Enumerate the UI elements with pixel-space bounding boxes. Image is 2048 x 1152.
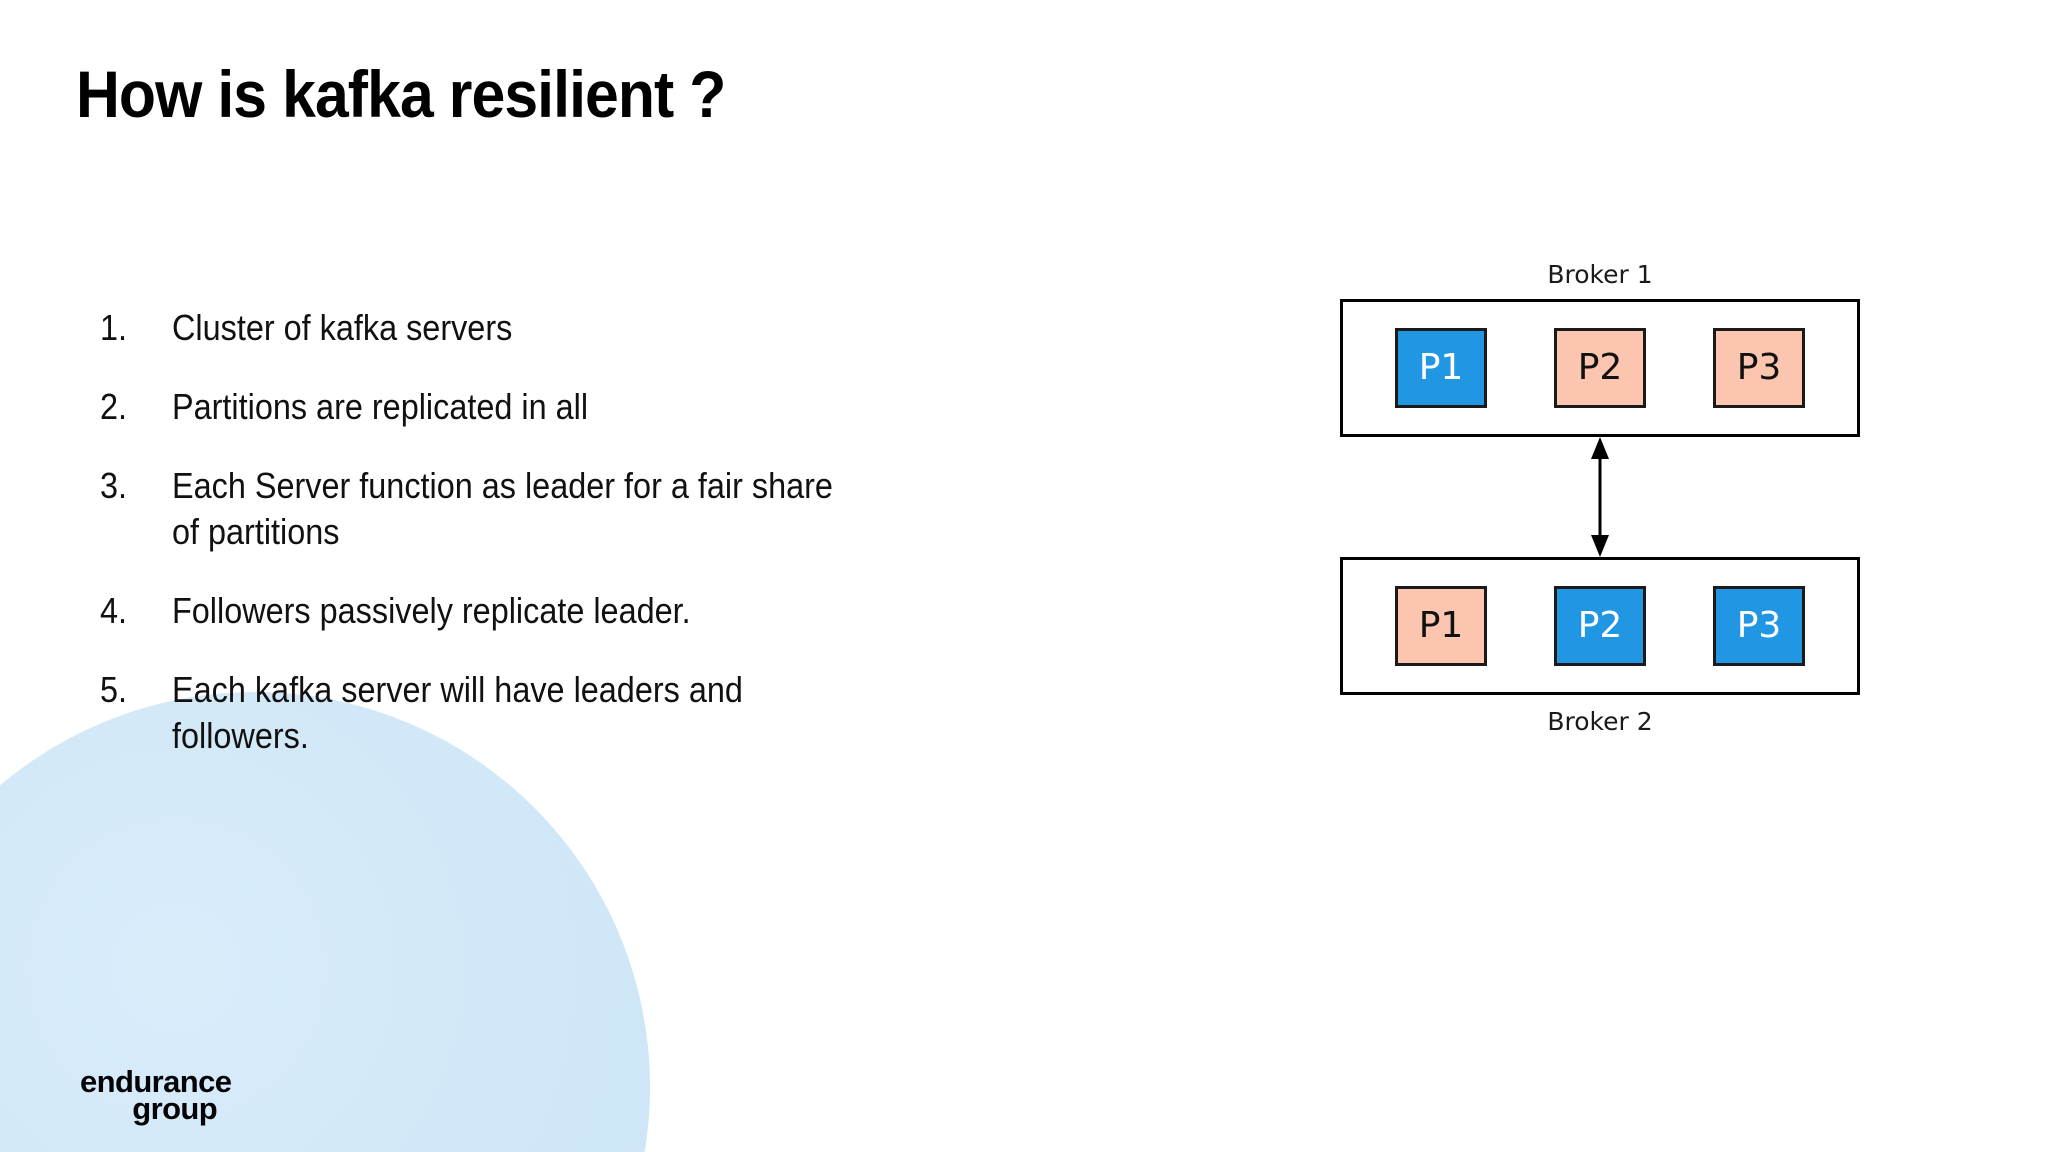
broker-2-label: Broker 2	[1547, 707, 1653, 736]
kafka-replication-diagram: Broker 1 P1 P2 P3 P1 P2	[1340, 260, 1860, 800]
broker-2-partition-p2: P2	[1554, 586, 1646, 666]
partition-label: P1	[1418, 605, 1464, 646]
partition-label: P3	[1736, 605, 1782, 646]
broker-1-partition-p1: P1	[1395, 328, 1487, 408]
broker-2-partition-p3: P3	[1713, 586, 1805, 666]
list-item: 1. Cluster of kafka servers	[100, 305, 1040, 351]
logo-line-1: endurance	[80, 1064, 232, 1099]
double-arrow-icon	[1591, 437, 1609, 557]
broker-2-box: P1 P2 P3	[1340, 557, 1860, 695]
endurance-group-logo: endurance group	[80, 1064, 232, 1127]
partition-label: P3	[1736, 347, 1782, 388]
broker-connector	[1340, 437, 1860, 557]
list-item-number: 4.	[100, 590, 128, 632]
list-item: 5. Each kafka server will have leaders a…	[100, 667, 1040, 759]
broker-1-box: P1 P2 P3	[1340, 299, 1860, 437]
list-item-number: 1.	[100, 307, 128, 348]
list-item-text: Each Server function as leader for a fai…	[172, 465, 833, 553]
list-item-text: Partitions are replicated in all	[172, 386, 589, 428]
broker-1-partition-p3: P3	[1713, 328, 1805, 408]
list-item-text: Each kafka server will have leaders and …	[172, 669, 743, 757]
partition-label: P2	[1577, 605, 1623, 646]
list-item-number: 2.	[100, 386, 128, 428]
broker-1-partition-p2: P2	[1554, 328, 1646, 408]
partition-label: P1	[1418, 347, 1464, 388]
list-item: 3. Each Server function as leader for a …	[100, 463, 1040, 555]
partition-label: P2	[1577, 347, 1623, 388]
list-item: 2. Partitions are replicated in all	[100, 384, 1040, 430]
list-item-text: Followers passively replicate leader.	[172, 590, 691, 632]
numbered-list: 1. Cluster of kafka servers 2. Partition…	[100, 305, 1040, 793]
logo-line-2: group	[132, 1091, 218, 1127]
broker-2-partition-p1: P1	[1395, 586, 1487, 666]
page-title: How is kafka resilient ?	[76, 57, 726, 131]
list-item-number: 5.	[100, 669, 128, 711]
list-item-number: 3.	[100, 465, 128, 507]
list-item-text: Cluster of kafka servers	[172, 307, 513, 348]
broker-1-label: Broker 1	[1547, 260, 1653, 289]
list-item: 4. Followers passively replicate leader.	[100, 588, 1040, 634]
